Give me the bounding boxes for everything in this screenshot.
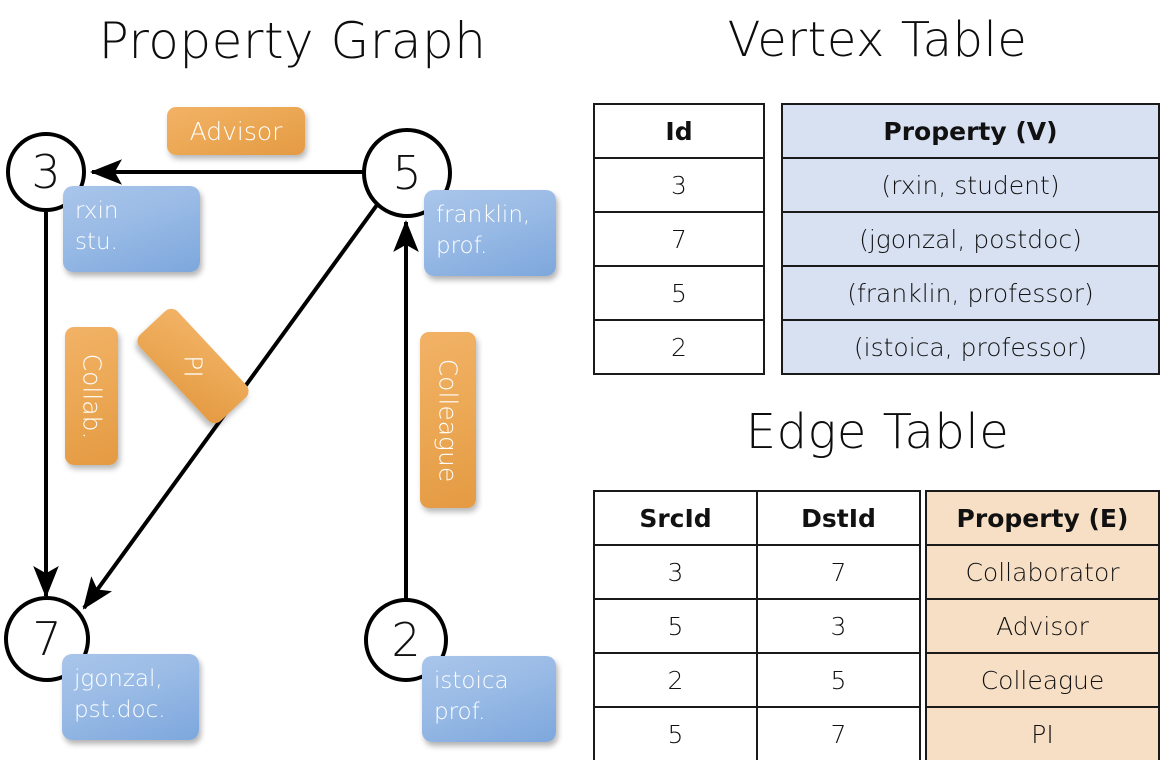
edge-table-cell-dstid: 7 <box>756 706 921 760</box>
edge-table-cell-srcid: 5 <box>593 598 758 654</box>
vertex-table-property-column: Property (V) (rxin, student) (jgonzal, p… <box>781 103 1160 375</box>
table-row: PI <box>925 706 1160 760</box>
table-row: 5 <box>593 265 765 321</box>
table-row: (rxin, student) <box>781 157 1160 213</box>
edge-table-cell-dstid: 7 <box>756 544 921 600</box>
vertex-table-header-id: Id <box>593 103 765 159</box>
graph-node-7-label: 7 <box>32 612 62 666</box>
table-row: (istoica, professor) <box>781 319 1160 375</box>
vertex-table-header-property: Property (V) <box>781 103 1160 159</box>
vertex-table-cell-id: 5 <box>593 265 765 321</box>
page-title-vertex-table: Vertex Table <box>727 12 1028 68</box>
edge-table-cell-srcid: 2 <box>593 652 758 708</box>
edge-table-cell-property: PI <box>925 706 1160 760</box>
edge-table-cell-property: Colleague <box>925 652 1160 708</box>
edge-label-colleague[interactable]: Colleague <box>420 332 476 508</box>
vertex-property-box-5-line1: franklin, <box>436 202 531 228</box>
vertex-table-cell-property: (istoica, professor) <box>781 319 1160 375</box>
graph-node-5-label: 5 <box>392 146 422 200</box>
edge-label-advisor-text: Advisor <box>189 116 283 146</box>
graph-node-2[interactable]: 2 <box>364 598 448 682</box>
vertex-property-box-7[interactable]: jgonzal, pst.doc. <box>62 654 199 740</box>
table-row: 5 7 <box>593 706 921 760</box>
graph-node-2-label: 2 <box>391 613 421 667</box>
edge-table-id-columns: SrcId DstId 3 7 5 3 2 5 5 7 <box>593 490 921 760</box>
vertex-table-id-column: Id 3 7 5 2 <box>593 103 765 375</box>
edge-table-cell-property: Collaborator <box>925 544 1160 600</box>
vertex-property-box-2-line1: istoica <box>434 668 509 694</box>
table-header-row: Property (E) <box>925 490 1160 546</box>
edge-label-colleague-text: Colleague <box>433 358 463 482</box>
vertex-property-box-2-line2: prof. <box>434 699 486 726</box>
table-row: (jgonzal, postdoc) <box>781 211 1160 267</box>
vertex-table-cell-id: 2 <box>593 319 765 375</box>
vertex-property-box-5-line2: prof. <box>436 233 488 260</box>
table-row: 3 <box>593 157 765 213</box>
table-header-row: Property (V) <box>781 103 1160 159</box>
vertex-table-cell-property: (franklin, professor) <box>781 265 1160 321</box>
table-row: 5 3 <box>593 598 921 654</box>
table-header-row: Id <box>593 103 765 159</box>
edge-label-collab[interactable]: Collab. <box>65 327 118 465</box>
vertex-table-cell-property: (rxin, student) <box>781 157 1160 213</box>
vertex-property-box-5[interactable]: franklin, prof. <box>424 190 556 276</box>
table-row: 2 5 <box>593 652 921 708</box>
table-row: Advisor <box>925 598 1160 654</box>
table-row: 2 <box>593 319 765 375</box>
vertex-property-box-3-line1: rxin <box>75 198 119 224</box>
edge-label-collab-text: Collab. <box>77 353 106 439</box>
vertex-property-box-7-line2: pst.doc. <box>74 697 166 724</box>
page-title-property-graph: Property Graph <box>98 12 487 70</box>
vertex-table-cell-id: 3 <box>593 157 765 213</box>
page-title-edge-table: Edge Table <box>745 404 1010 460</box>
graph-node-5[interactable]: 5 <box>362 128 452 218</box>
edge-table-property-column: Property (E) Collaborator Advisor Collea… <box>925 490 1160 760</box>
table-row: 7 <box>593 211 765 267</box>
edge-label-pi-text: PI <box>178 354 208 378</box>
table-row: (franklin, professor) <box>781 265 1160 321</box>
edge-table-cell-srcid: 3 <box>593 544 758 600</box>
edge-table-cell-property: Advisor <box>925 598 1160 654</box>
table-row: Collaborator <box>925 544 1160 600</box>
vertex-table-cell-id: 7 <box>593 211 765 267</box>
vertex-property-box-7-line1: jgonzal, <box>74 666 163 692</box>
vertex-property-box-3-line2: stu. <box>75 229 118 256</box>
table-row: Colleague <box>925 652 1160 708</box>
table-header-row: SrcId DstId <box>593 490 921 546</box>
edge-table-header-srcid: SrcId <box>593 490 758 546</box>
edge-label-advisor[interactable]: Advisor <box>167 107 305 155</box>
edge-table-cell-dstid: 3 <box>756 598 921 654</box>
vertex-property-box-2[interactable]: istoica prof. <box>422 656 556 742</box>
edge-table-header-dstid: DstId <box>756 490 921 546</box>
vertex-table-cell-property: (jgonzal, postdoc) <box>781 211 1160 267</box>
edge-table-header-property: Property (E) <box>925 490 1160 546</box>
property-graph-diagram: Advisor Collab. PI Colleague 3 5 7 2 rxi… <box>4 107 556 742</box>
table-row: 3 7 <box>593 544 921 600</box>
graph-node-3-label: 3 <box>31 145 61 199</box>
edge-table-cell-dstid: 5 <box>756 652 921 708</box>
vertex-property-box-3[interactable]: rxin stu. <box>63 186 200 272</box>
edge-table-cell-srcid: 5 <box>593 706 758 760</box>
